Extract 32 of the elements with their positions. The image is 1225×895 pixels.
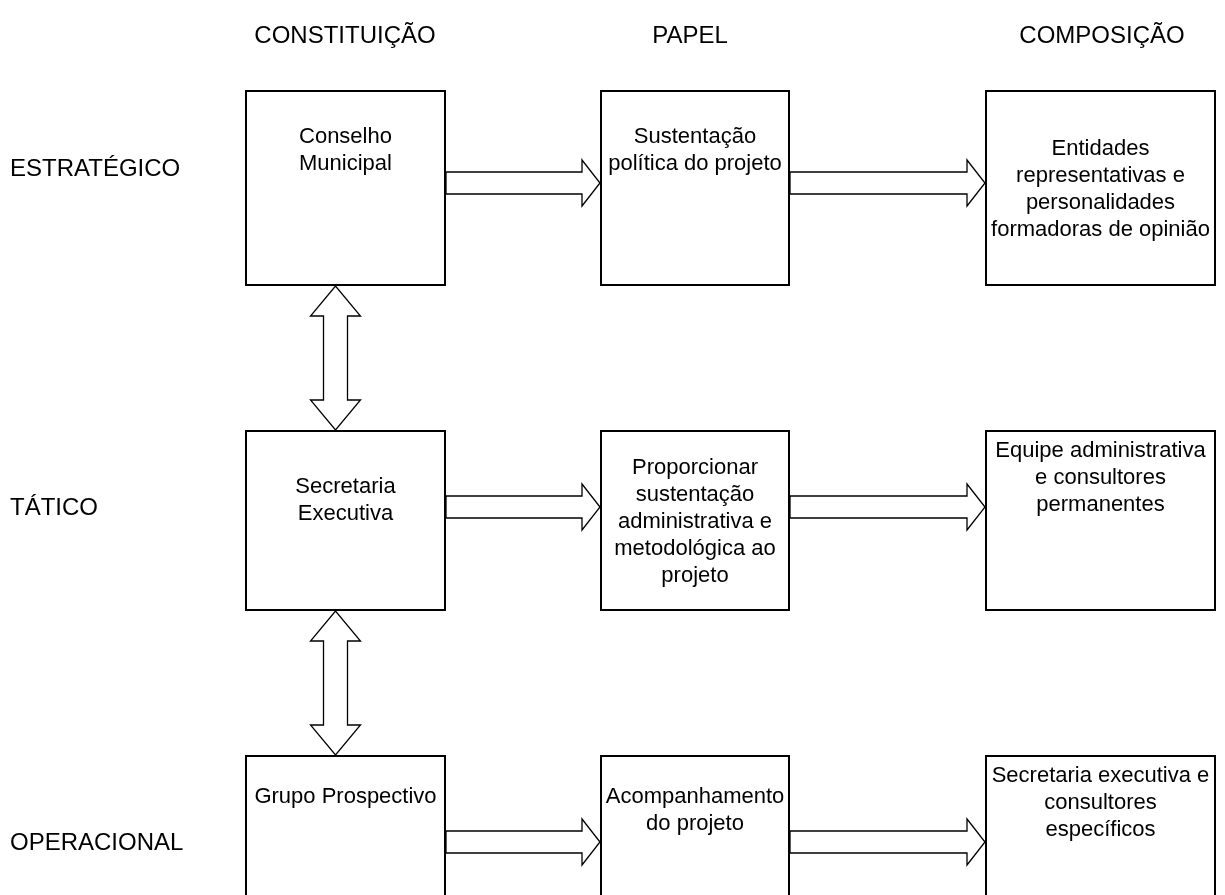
block-arrow — [445, 482, 601, 532]
column-heading: CONSTITUIÇÃO — [254, 21, 436, 49]
text-box — [600, 430, 790, 611]
box-text: Equipe administrativa e consultores permanentes — [994, 436, 1207, 517]
row-heading: OPERACIONAL — [10, 828, 184, 856]
text-box — [600, 755, 790, 895]
box-text: Sustentação política do projeto — [607, 122, 783, 176]
block-arrow — [445, 817, 601, 867]
box-text: Entidades representativas e personalidades formadoras de opinião — [991, 134, 1210, 242]
block-arrow — [789, 158, 986, 208]
box-text: Secretaria Executiva — [294, 472, 397, 526]
text-box — [245, 755, 446, 895]
box-text: Secretaria executiva e consultores específicos — [991, 761, 1210, 842]
box-text: Conselho Municipal — [298, 122, 393, 176]
column-heading: COMPOSIÇÃO — [1019, 21, 1185, 49]
row-heading: TÁTICO — [10, 493, 98, 521]
block-arrow — [309, 610, 362, 756]
box-text: Grupo Prospectivo — [254, 782, 437, 809]
text-box — [600, 90, 790, 286]
row-heading: ESTRATÉGICO — [10, 154, 181, 182]
block-arrow — [309, 285, 362, 431]
text-box — [245, 90, 446, 286]
box-text: Acompanhamento do projeto — [605, 782, 785, 836]
box-text: Proporcionar sustentação administrativa e metodológica ao projeto — [613, 453, 777, 588]
text-box — [245, 430, 446, 611]
block-arrow — [789, 817, 986, 867]
text-box — [985, 90, 1216, 286]
block-arrow — [445, 158, 601, 208]
text-box — [985, 430, 1216, 611]
block-arrow — [789, 482, 986, 532]
text-box — [985, 755, 1216, 895]
column-heading: PAPEL — [652, 21, 728, 49]
